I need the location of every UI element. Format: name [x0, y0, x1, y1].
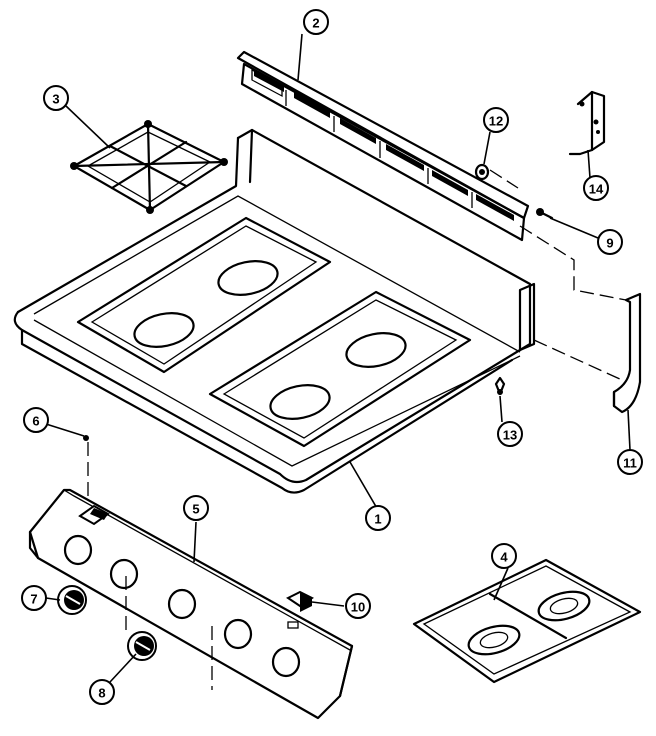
callout-2: 2	[303, 9, 329, 35]
svg-text:14: 14	[589, 182, 604, 197]
part-backguard-vent	[236, 50, 530, 242]
callout-3: 3	[43, 85, 69, 111]
callout-12: 12	[483, 107, 509, 133]
svg-text:7: 7	[30, 592, 37, 607]
part-8-knob	[127, 631, 157, 661]
svg-text:2: 2	[312, 16, 319, 31]
assembly-guide-lines	[87, 169, 627, 690]
callout-11: 11	[617, 449, 643, 475]
leader-lines	[45, 33, 631, 683]
part-main-top	[13, 128, 536, 494]
part-13-clip	[494, 376, 506, 396]
svg-text:1: 1	[374, 512, 381, 527]
callout-1: 1	[365, 505, 391, 531]
callout-13: 13	[497, 421, 523, 447]
part-11-end-trim	[612, 292, 642, 414]
callout-8: 8	[89, 679, 115, 705]
svg-text:9: 9	[606, 236, 613, 251]
part-12-grommet	[474, 163, 490, 181]
svg-text:11: 11	[623, 456, 637, 471]
part-6-screw	[83, 435, 89, 441]
callout-10: 10	[345, 593, 371, 619]
part-14-bracket	[568, 90, 606, 156]
part-9-screw	[536, 208, 554, 220]
svg-text:8: 8	[98, 686, 105, 701]
callout-4: 4	[491, 543, 517, 569]
svg-text:4: 4	[500, 550, 508, 565]
svg-text:5: 5	[192, 502, 199, 517]
callout-6: 6	[23, 407, 49, 433]
part-burner-grate	[70, 120, 228, 214]
callout-14: 14	[583, 175, 609, 201]
callout-7: 7	[21, 585, 47, 611]
callout-5: 5	[183, 495, 209, 521]
svg-text:6: 6	[32, 414, 39, 429]
part-10-switch	[286, 590, 314, 612]
svg-text:3: 3	[52, 92, 59, 107]
part-7-knob	[57, 585, 87, 615]
callout-9: 9	[597, 229, 623, 255]
svg-text:13: 13	[503, 428, 517, 443]
part-control-panel	[28, 488, 354, 720]
svg-text:12: 12	[489, 114, 503, 129]
svg-text:10: 10	[351, 600, 365, 615]
part-4-drip-pan	[412, 558, 642, 684]
